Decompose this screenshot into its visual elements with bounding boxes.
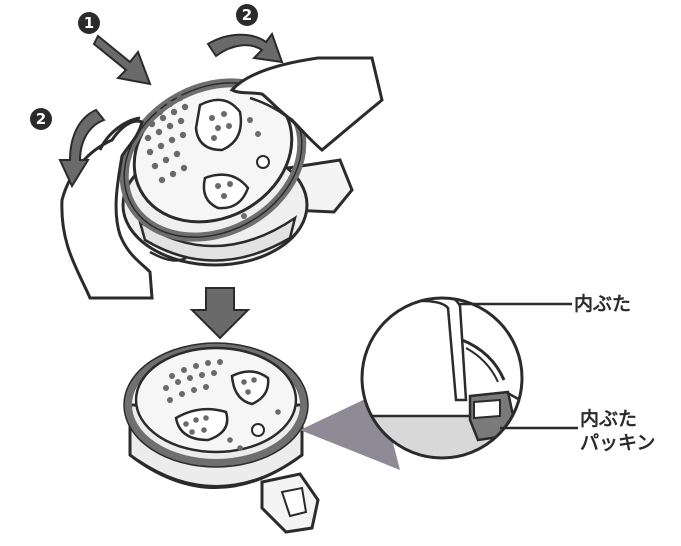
label-inner-lid: 内ぶた <box>574 293 631 315</box>
step-1-badge: 1 <box>78 12 100 34</box>
arrow-step1 <box>94 36 150 84</box>
label-inner-lid-packing-line1: 内ぶた <box>580 408 637 430</box>
down-arrow <box>192 288 248 338</box>
step-2-badge-top: 2 <box>236 4 258 26</box>
step-2-badge-left: 2 <box>30 108 52 130</box>
label-inner-lid-packing-line2: パッキン <box>580 432 655 454</box>
bottom-inner-lid <box>124 343 318 532</box>
arrow-step2-top <box>208 34 282 62</box>
top-scene <box>60 34 382 298</box>
